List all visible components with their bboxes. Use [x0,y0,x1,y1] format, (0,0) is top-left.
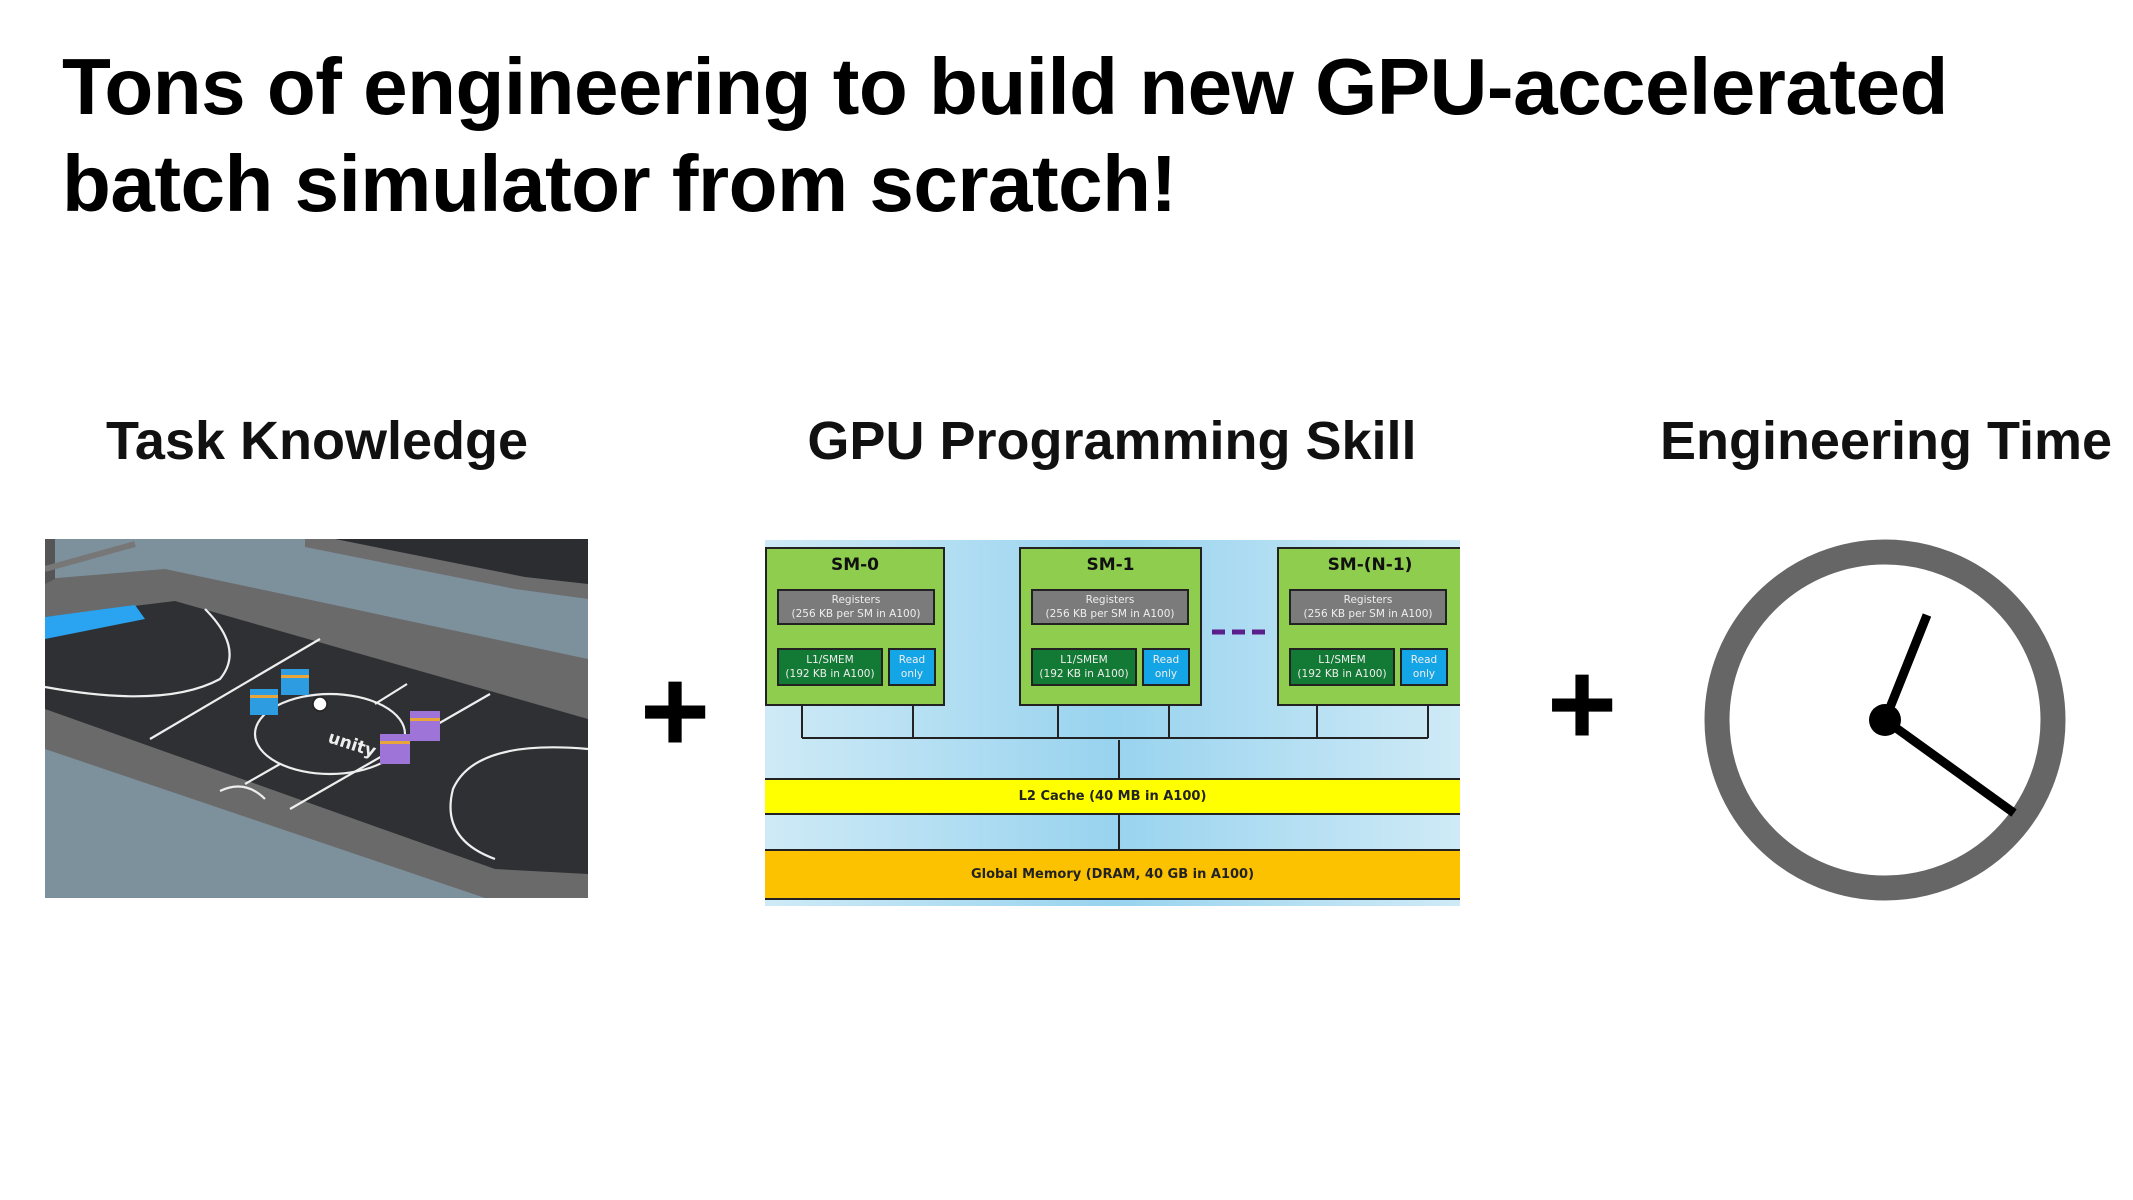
heading-gpu-programming-skill: GPU Programming Skill [807,411,1417,471]
global-memory-bar: Global Memory (DRAM, 40 GB in A100) [765,849,1460,900]
sm-block-0: SM-0 Registers (256 KB per SM in A100) L1… [765,547,945,706]
l1-detail: (192 KB in A100) [1039,668,1129,680]
clock-minute-hand [1882,716,2017,817]
gpu-memory-diagram: SM-0 Registers (256 KB per SM in A100) L1… [765,540,1460,906]
title-line-2: batch simulator from scratch! [62,139,1177,228]
unity-soccer-image: unity [44,539,589,898]
registers-label: Registers [1343,594,1393,606]
registers-label: Registers [831,594,881,606]
read-only-box: Read only [1400,648,1448,686]
registers-box: Registers (256 KB per SM in A100) [777,589,935,625]
heading-task-knowledge: Task Knowledge [105,411,529,471]
l1-label: L1/SMEM [1318,654,1366,666]
registers-detail: (256 KB per SM in A100) [1045,608,1175,620]
plus-sign-1: + [639,644,711,778]
sm-label: SM-0 [830,555,880,575]
sm-block-n-1: SM-(N-1) Registers (256 KB per SM in A100… [1277,547,1460,706]
read-only-box: Read only [888,648,936,686]
registers-label: Registers [1085,594,1135,606]
read-only-label-2: only [1154,668,1178,680]
clock-hub [1869,704,1901,736]
heading-engineering-time: Engineering Time [1659,411,2113,471]
registers-box: Registers (256 KB per SM in A100) [1289,589,1447,625]
sm-label: SM-(N-1) [1327,555,1413,575]
read-only-label-2: only [1412,668,1436,680]
read-only-label: Read [1152,654,1180,666]
title-line-1: Tons of engineering to build new GPU-acc… [62,42,1948,131]
registers-box: Registers (256 KB per SM in A100) [1031,589,1189,625]
plus-sign-2: + [1546,637,1618,771]
blue-agents [250,669,309,715]
l2-cache-bar: L2 Cache (40 MB in A100) [765,778,1460,815]
clock-hour-hand [1880,613,1932,722]
purple-agents [380,711,440,764]
read-only-label: Read [1410,654,1438,666]
sm-block-1: SM-1 Registers (256 KB per SM in A100) L1… [1019,547,1202,706]
clock-icon [1700,535,2070,905]
l1-detail: (192 KB in A100) [1297,668,1387,680]
registers-detail: (256 KB per SM in A100) [1303,608,1433,620]
sm-label: SM-1 [1086,555,1135,575]
clock-ring [1704,539,2066,901]
l1-label: L1/SMEM [1060,654,1108,666]
read-only-label-2: only [900,668,924,680]
registers-detail: (256 KB per SM in A100) [791,608,921,620]
l1-smem-box: L1/SMEM (192 KB in A100) [1289,648,1395,686]
slide-title: Tons of engineering to build new GPU-acc… [62,38,1948,232]
l1-smem-box: L1/SMEM (192 KB in A100) [1031,648,1137,686]
l1-detail: (192 KB in A100) [785,668,875,680]
l1-smem-box: L1/SMEM (192 KB in A100) [777,648,883,686]
read-only-box: Read only [1142,648,1190,686]
read-only-label: Read [898,654,926,666]
l1-label: L1/SMEM [806,654,854,666]
